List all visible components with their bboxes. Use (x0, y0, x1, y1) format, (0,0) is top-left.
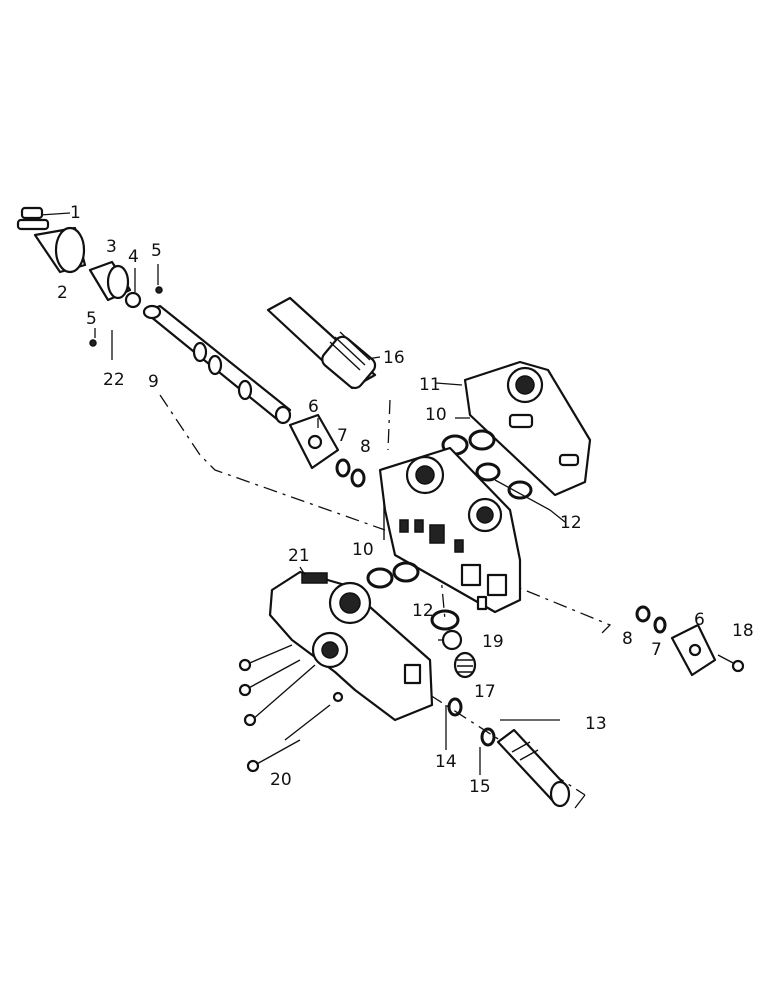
callout-8-right: 8 (622, 629, 633, 649)
callout-22: 22 (103, 370, 125, 390)
callout-19: 19 (482, 632, 504, 652)
callout-leaders (94, 264, 481, 775)
part-2-cap (33, 226, 87, 274)
callout-21: 21 (288, 546, 310, 566)
callout-9: 9 (148, 372, 159, 392)
part-4-washer (124, 291, 142, 309)
part-9-spool (142, 304, 292, 425)
callout-1: 1 (70, 203, 81, 223)
part-15-seal (480, 727, 496, 747)
part-6-cover-plate-right (670, 623, 717, 677)
part-5-ball-lower (89, 339, 97, 347)
part-3-sleeve (88, 260, 132, 302)
part-7-seal-upper (335, 458, 351, 478)
callout-7-right: 7 (651, 640, 662, 660)
part-20-tie-bolts (238, 644, 344, 773)
part-12-oring-lower (430, 609, 460, 631)
part-1-bolt (16, 206, 50, 231)
part-14-washer (447, 697, 463, 717)
part-17-spring (453, 651, 477, 679)
callout-18: 18 (732, 621, 754, 641)
callout-13: 13 (585, 714, 607, 734)
part-19-ball (441, 629, 463, 651)
callout-4: 4 (128, 247, 139, 267)
callout-10-upper: 10 (425, 405, 447, 425)
callout-20: 20 (270, 770, 292, 790)
callout-12-upper: 12 (560, 513, 582, 533)
callout-10-lower: 10 (352, 540, 374, 560)
part-10-oring-upper-b (468, 429, 496, 451)
callout-6-upper: 6 (308, 397, 319, 417)
callout-15: 15 (469, 777, 491, 797)
part-16-relief-cartridge (266, 296, 377, 390)
callout-2: 2 (57, 283, 68, 303)
part-8-seal-upper (350, 468, 366, 488)
part-13-plug (496, 728, 571, 808)
part-18-screw (717, 654, 745, 673)
part-10-oring-lower-b (392, 561, 420, 583)
part-5-ball-upper (155, 286, 163, 294)
callout-3: 3 (106, 237, 117, 257)
part-7-seal-right (653, 616, 667, 634)
callout-14: 14 (435, 752, 457, 772)
callout-5-upper: 5 (151, 241, 162, 261)
part-10-oring-lower-a (366, 567, 394, 589)
valve-section-body (378, 446, 522, 614)
part-6-cover-plate-upper (288, 413, 340, 470)
callout-17: 17 (474, 682, 496, 702)
callout-12-lower: 12 (412, 601, 434, 621)
callout-7-upper: 7 (337, 426, 348, 446)
callout-11: 11 (419, 375, 441, 395)
callout-labels: 1 2 3 4 5 5 22 9 16 6 7 8 11 10 12 10 21… (57, 203, 754, 797)
part-8-seal-right (635, 605, 651, 623)
callout-6-right: 6 (694, 610, 705, 630)
callout-16: 16 (383, 348, 405, 368)
part-12-oring-upper-b (507, 480, 533, 500)
callout-5-lower: 5 (86, 309, 97, 329)
part-21-inlet-section (268, 570, 434, 722)
part-11-end-cover (463, 360, 592, 497)
part-12-oring-upper-a (475, 462, 501, 482)
callout-8-upper: 8 (360, 437, 371, 457)
